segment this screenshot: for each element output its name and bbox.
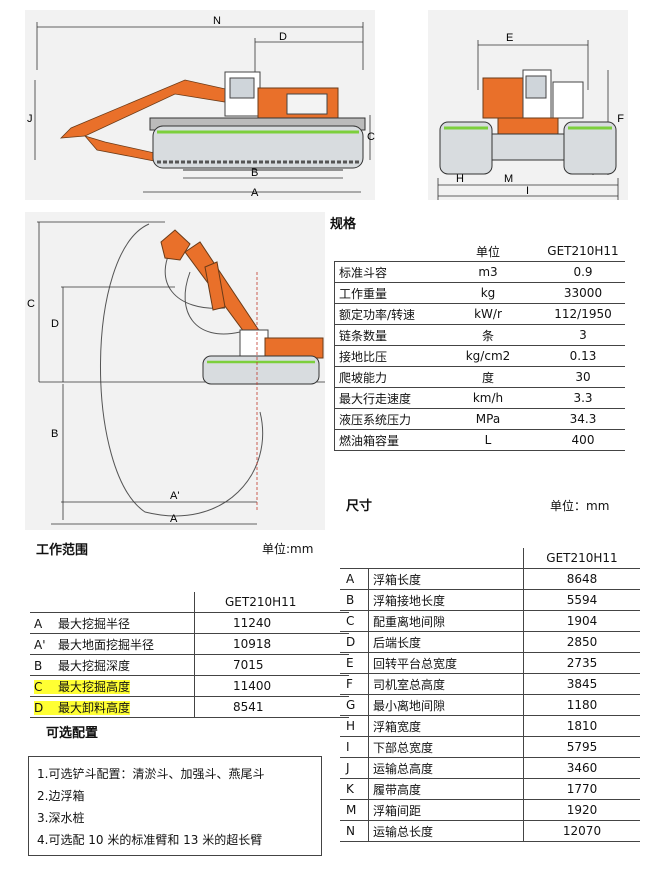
range-label-A-prime: A': [170, 490, 179, 502]
front-dim-label-I: I: [526, 185, 529, 197]
spec-header-model: GET210H11: [541, 241, 625, 262]
dim-label-J: J: [27, 113, 33, 125]
dimensions-title: 尺寸: [346, 499, 373, 514]
front-dim-label-E: E: [506, 32, 513, 44]
list-item: 3.深水桩: [37, 811, 85, 825]
dim-label-C: C: [367, 131, 375, 143]
range-label-A: A: [170, 513, 178, 525]
list-item: 1.可选铲斗配置：清淤斗、加强斗、燕尾斗: [37, 767, 265, 781]
front-dim-label-F: F: [617, 113, 624, 125]
front-dim-label-M: M: [504, 173, 513, 185]
work-range-unit: 单位:mm: [262, 542, 314, 556]
range-label-B: B: [51, 428, 58, 440]
dimensions-header-row: GET210H11: [340, 548, 640, 569]
spec-header-name: [334, 241, 435, 262]
range-label-D: D: [51, 318, 59, 330]
dimensions-header-model: GET210H11: [523, 548, 640, 569]
work-range-title: 工作范围: [36, 543, 89, 558]
dim-label-D: D: [279, 31, 287, 43]
side-view-figure: N D J C B A: [25, 10, 375, 200]
list-item: 4.可选配 10 米的标准臂和 13 米的超长臂: [37, 833, 263, 847]
dim-label-N: N: [213, 15, 221, 27]
options-box: 1.可选铲斗配置：清淤斗、加强斗、燕尾斗 2.边浮箱 3.深水桩 4.可选配 1…: [28, 756, 322, 856]
dim-label-A: A: [251, 187, 259, 199]
table-row: A'最大地面挖掘半径 10918: [30, 633, 349, 655]
list-item: 2.边浮箱: [37, 789, 85, 803]
spec-title: 规格: [330, 217, 357, 232]
spec-header-unit: 单位: [435, 241, 541, 262]
work-range-drawing: C D B A' A: [27, 221, 325, 525]
front-dim-label-H: H: [456, 173, 464, 185]
front-view-drawing: E F K G H M I: [437, 32, 624, 200]
dim-label-B: B: [251, 167, 258, 179]
spec-header-row: 单位 GET210H11: [334, 241, 625, 262]
work-range-header-row: GET210H11: [30, 592, 349, 613]
side-view-drawing: N D J C B A: [27, 15, 375, 199]
work-range-figure: C D B A' A: [25, 212, 325, 530]
front-view-figure: E F K G H M I: [428, 10, 628, 200]
dimensions-unit: 单位：mm: [550, 499, 610, 513]
work-range-header-model: GET210H11: [194, 592, 349, 613]
range-label-C: C: [27, 298, 35, 310]
options-title: 可选配置: [46, 726, 99, 741]
